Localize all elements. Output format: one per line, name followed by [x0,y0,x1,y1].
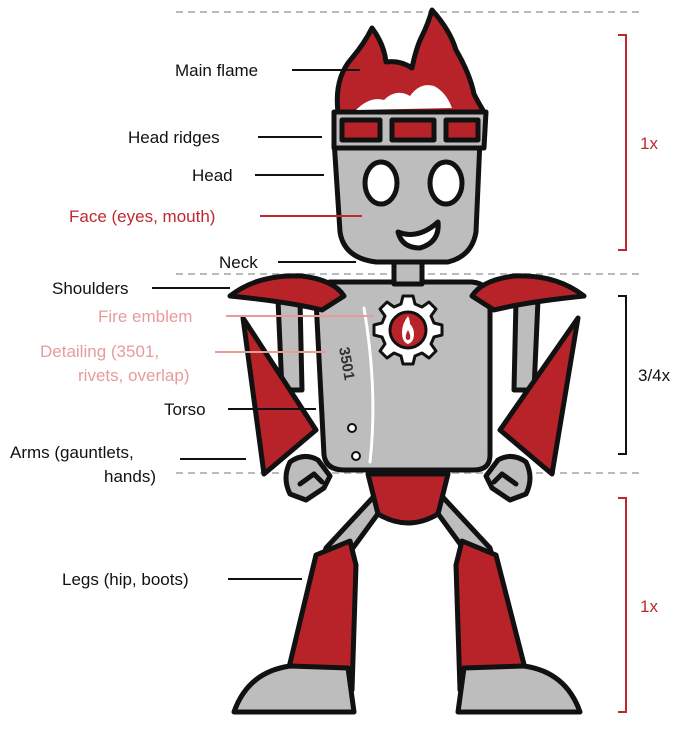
hip-armor [365,471,451,526]
label-arms-line2: hands) [104,467,156,486]
left-gauntlet [240,315,319,477]
bracket-legs [618,497,627,713]
label-torso: Torso [164,400,206,419]
head-ridge-3 [443,117,481,143]
arms [240,297,581,503]
bracket-torso [618,295,627,455]
right-gauntlet [497,315,581,477]
torso-number: 3501 [335,346,358,382]
proportion-brackets [618,34,627,713]
label-main-flame: Main flame [175,61,258,80]
left-boot-armor [283,538,359,693]
labels: Main flame Head ridges Head Face (eyes, … [10,61,374,589]
right-boot-armor [453,538,531,693]
right-eye [427,159,465,207]
label-fire-emblem: Fire emblem [98,307,192,326]
right-boot-sole [455,663,583,715]
label-neck: Neck [219,253,258,272]
emblem-flame-core [405,330,411,340]
legs [231,489,583,715]
torso-overlap-line [362,306,375,464]
bracket-head [618,34,627,251]
left-hand-thumb [297,471,325,487]
rivet-2 [351,451,361,461]
ratio-head: 1x [640,134,658,153]
label-head: Head [192,166,233,185]
right-shoulder-armor [469,273,587,313]
fire-emblem [372,294,444,366]
label-shoulders: Shoulders [52,279,129,298]
right-hand-thumb [491,471,519,487]
neck [391,259,425,287]
mouth [395,219,441,251]
main-flame [334,7,487,115]
label-legs: Legs (hip, boots) [62,570,189,589]
label-head-ridges: Head ridges [128,128,220,147]
left-shoulder-armor [227,273,347,313]
main-flame-highlight [356,85,452,110]
ratio-legs: 1x [640,597,658,616]
label-face: Face (eyes, mouth) [69,207,215,226]
label-detailing-line2: rivets, overlap) [78,366,189,385]
head-ridge-2 [389,117,437,143]
label-arms-line1: Arms (gauntlets, [10,443,134,462]
label-detailing-line1: Detailing (3501, [40,342,159,361]
left-boot-sole [231,663,357,715]
head-ridge-1 [339,117,383,143]
face [362,159,465,251]
robot-figure [227,7,587,715]
rivet-1 [347,423,357,433]
left-eye [362,159,400,207]
ratio-torso: 3/4x [638,366,671,385]
